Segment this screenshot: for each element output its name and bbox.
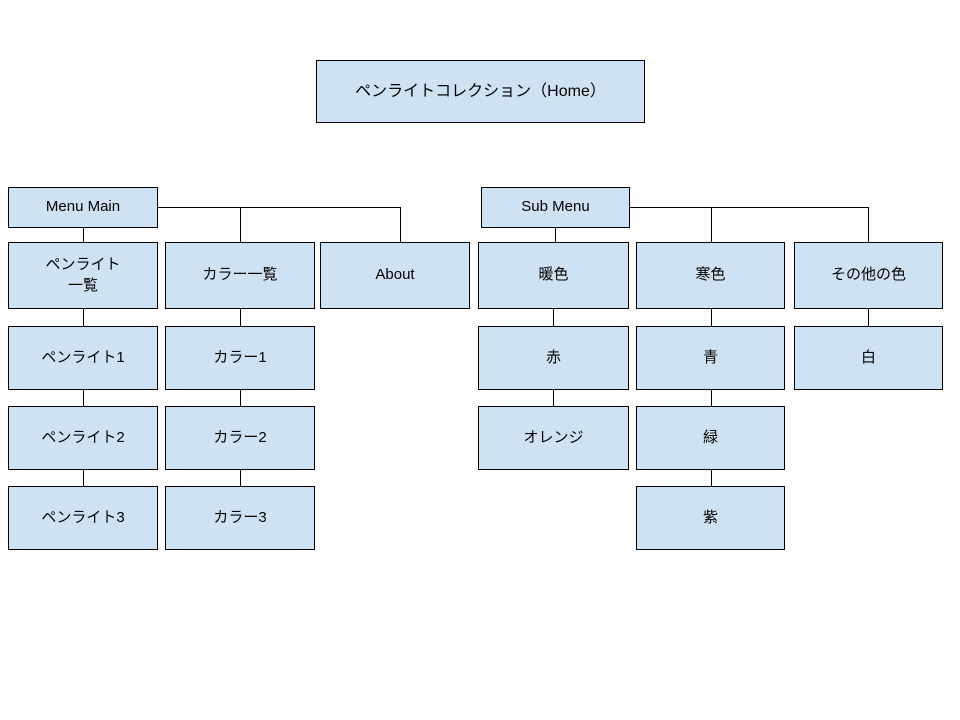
connector-warm-to-red [553, 309, 554, 326]
connector-sub-menu-to-warm [555, 228, 556, 242]
connector-drop-about [400, 207, 401, 242]
connector-green-to-purple [711, 470, 712, 486]
node-color-list: カラー一覧 [165, 242, 315, 309]
connector-pen-list-to-pen1 [83, 309, 84, 326]
node-color2: カラー2 [165, 406, 315, 470]
node-other: その他の色 [794, 242, 943, 309]
node-home: ペンライトコレクション（Home） [316, 60, 645, 123]
node-blue: 青 [636, 326, 785, 390]
connector-blue-to-green [711, 390, 712, 406]
node-menu-main: Menu Main [8, 187, 158, 228]
node-about: About [320, 242, 470, 309]
node-pen3: ペンライト3 [8, 486, 158, 550]
node-white: 白 [794, 326, 943, 390]
node-sub-menu: Sub Menu [481, 187, 630, 228]
connector-red-to-orange [553, 390, 554, 406]
node-pen-list: ペンライト 一覧 [8, 242, 158, 309]
node-color3: カラー3 [165, 486, 315, 550]
node-purple: 紫 [636, 486, 785, 550]
node-pen1: ペンライト1 [8, 326, 158, 390]
connector-pen1-to-pen2 [83, 390, 84, 406]
connector-menu-main-bus [158, 207, 401, 208]
node-pen2: ペンライト2 [8, 406, 158, 470]
node-color1: カラー1 [165, 326, 315, 390]
connector-drop-cool [711, 207, 712, 242]
connector-color-list-to-color1 [240, 309, 241, 326]
node-red: 赤 [478, 326, 629, 390]
node-orange: オレンジ [478, 406, 629, 470]
connector-drop-color-list [240, 207, 241, 242]
connector-pen2-to-pen3 [83, 470, 84, 486]
connector-color1-to-color2 [240, 390, 241, 406]
connector-color2-to-color3 [240, 470, 241, 486]
connector-menu-main-to-pen-list [83, 228, 84, 242]
connector-drop-other [868, 207, 869, 242]
node-warm: 暖色 [478, 242, 629, 309]
node-green: 緑 [636, 406, 785, 470]
connector-cool-to-blue [711, 309, 712, 326]
connector-sub-menu-bus [630, 207, 869, 208]
connector-other-to-white [868, 309, 869, 326]
node-cool: 寒色 [636, 242, 785, 309]
